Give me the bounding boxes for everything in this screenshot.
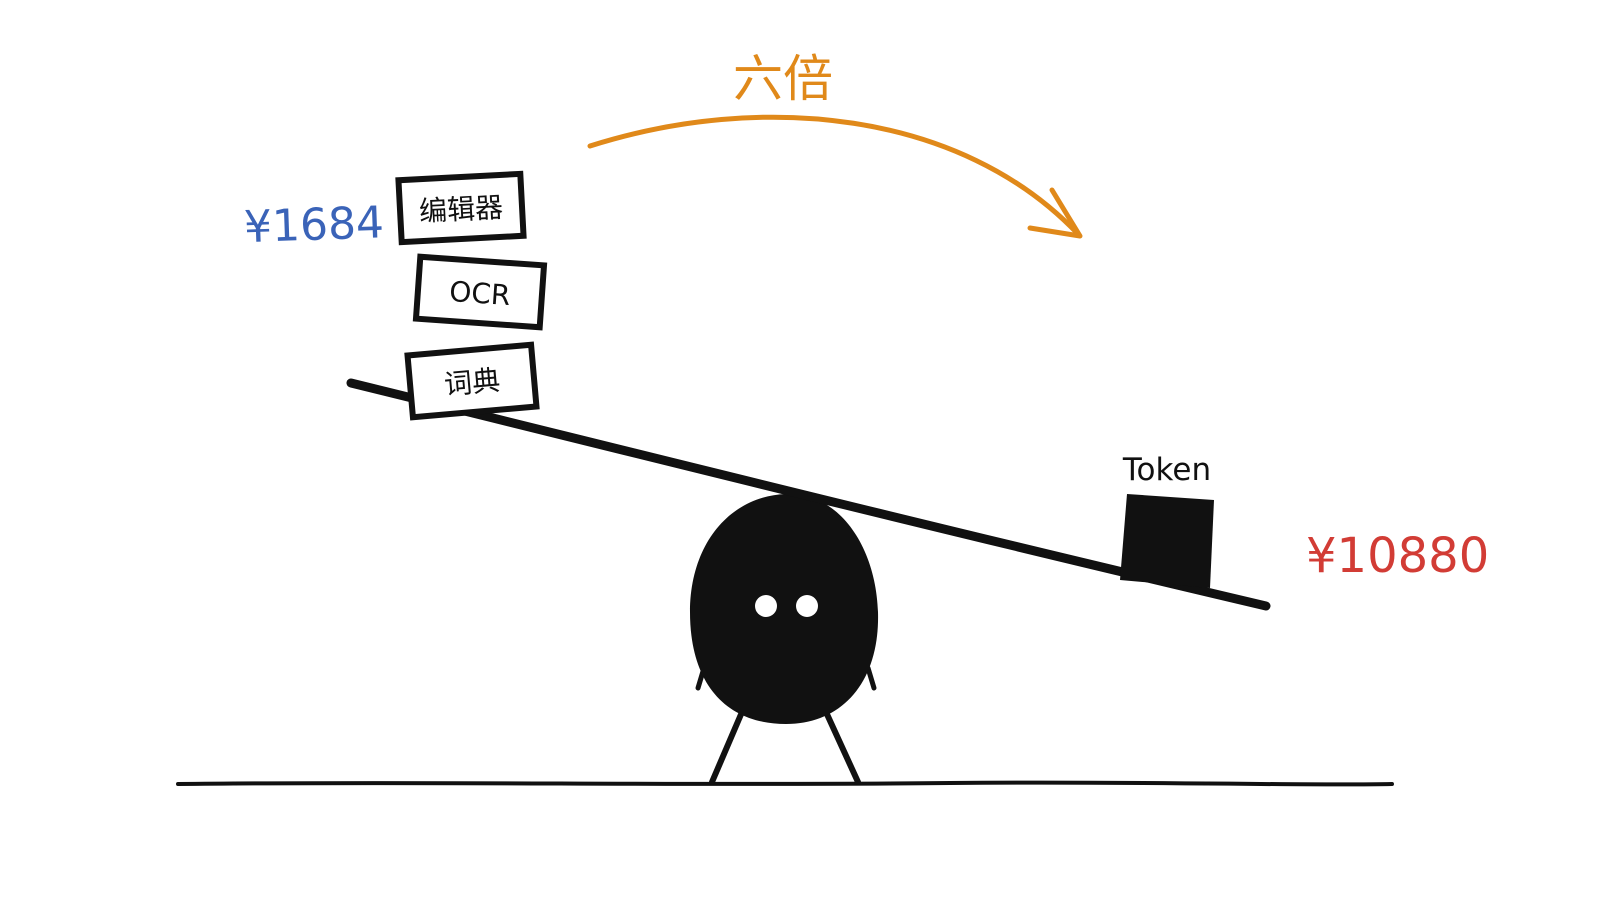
- multiplier-arrow: [587, 114, 1081, 237]
- stack-item-label: OCR: [448, 275, 511, 312]
- character-right-arm: [865, 665, 877, 691]
- character-right-eye: [796, 595, 818, 617]
- character-right-leg: [823, 709, 861, 785]
- stack-item-ocr: OCR: [412, 253, 548, 331]
- token-label: Token: [1122, 452, 1211, 488]
- ground-line: [176, 780, 1394, 787]
- character-body: [690, 493, 879, 724]
- stack-item-dictionary: 词典: [404, 341, 540, 421]
- character-left-eye: [755, 595, 777, 617]
- multiplier-label: 六倍: [733, 50, 833, 108]
- character-left-leg: [709, 709, 745, 785]
- stack-item-label: 词典: [443, 364, 502, 402]
- arrow-head-icon: [1027, 187, 1083, 239]
- stack-item-editor: 编辑器: [395, 170, 527, 246]
- token-block: [1120, 494, 1214, 588]
- left-price: ¥1684: [243, 197, 385, 253]
- right-price: ¥10880: [1306, 528, 1489, 584]
- stack-item-label: 编辑器: [418, 191, 504, 228]
